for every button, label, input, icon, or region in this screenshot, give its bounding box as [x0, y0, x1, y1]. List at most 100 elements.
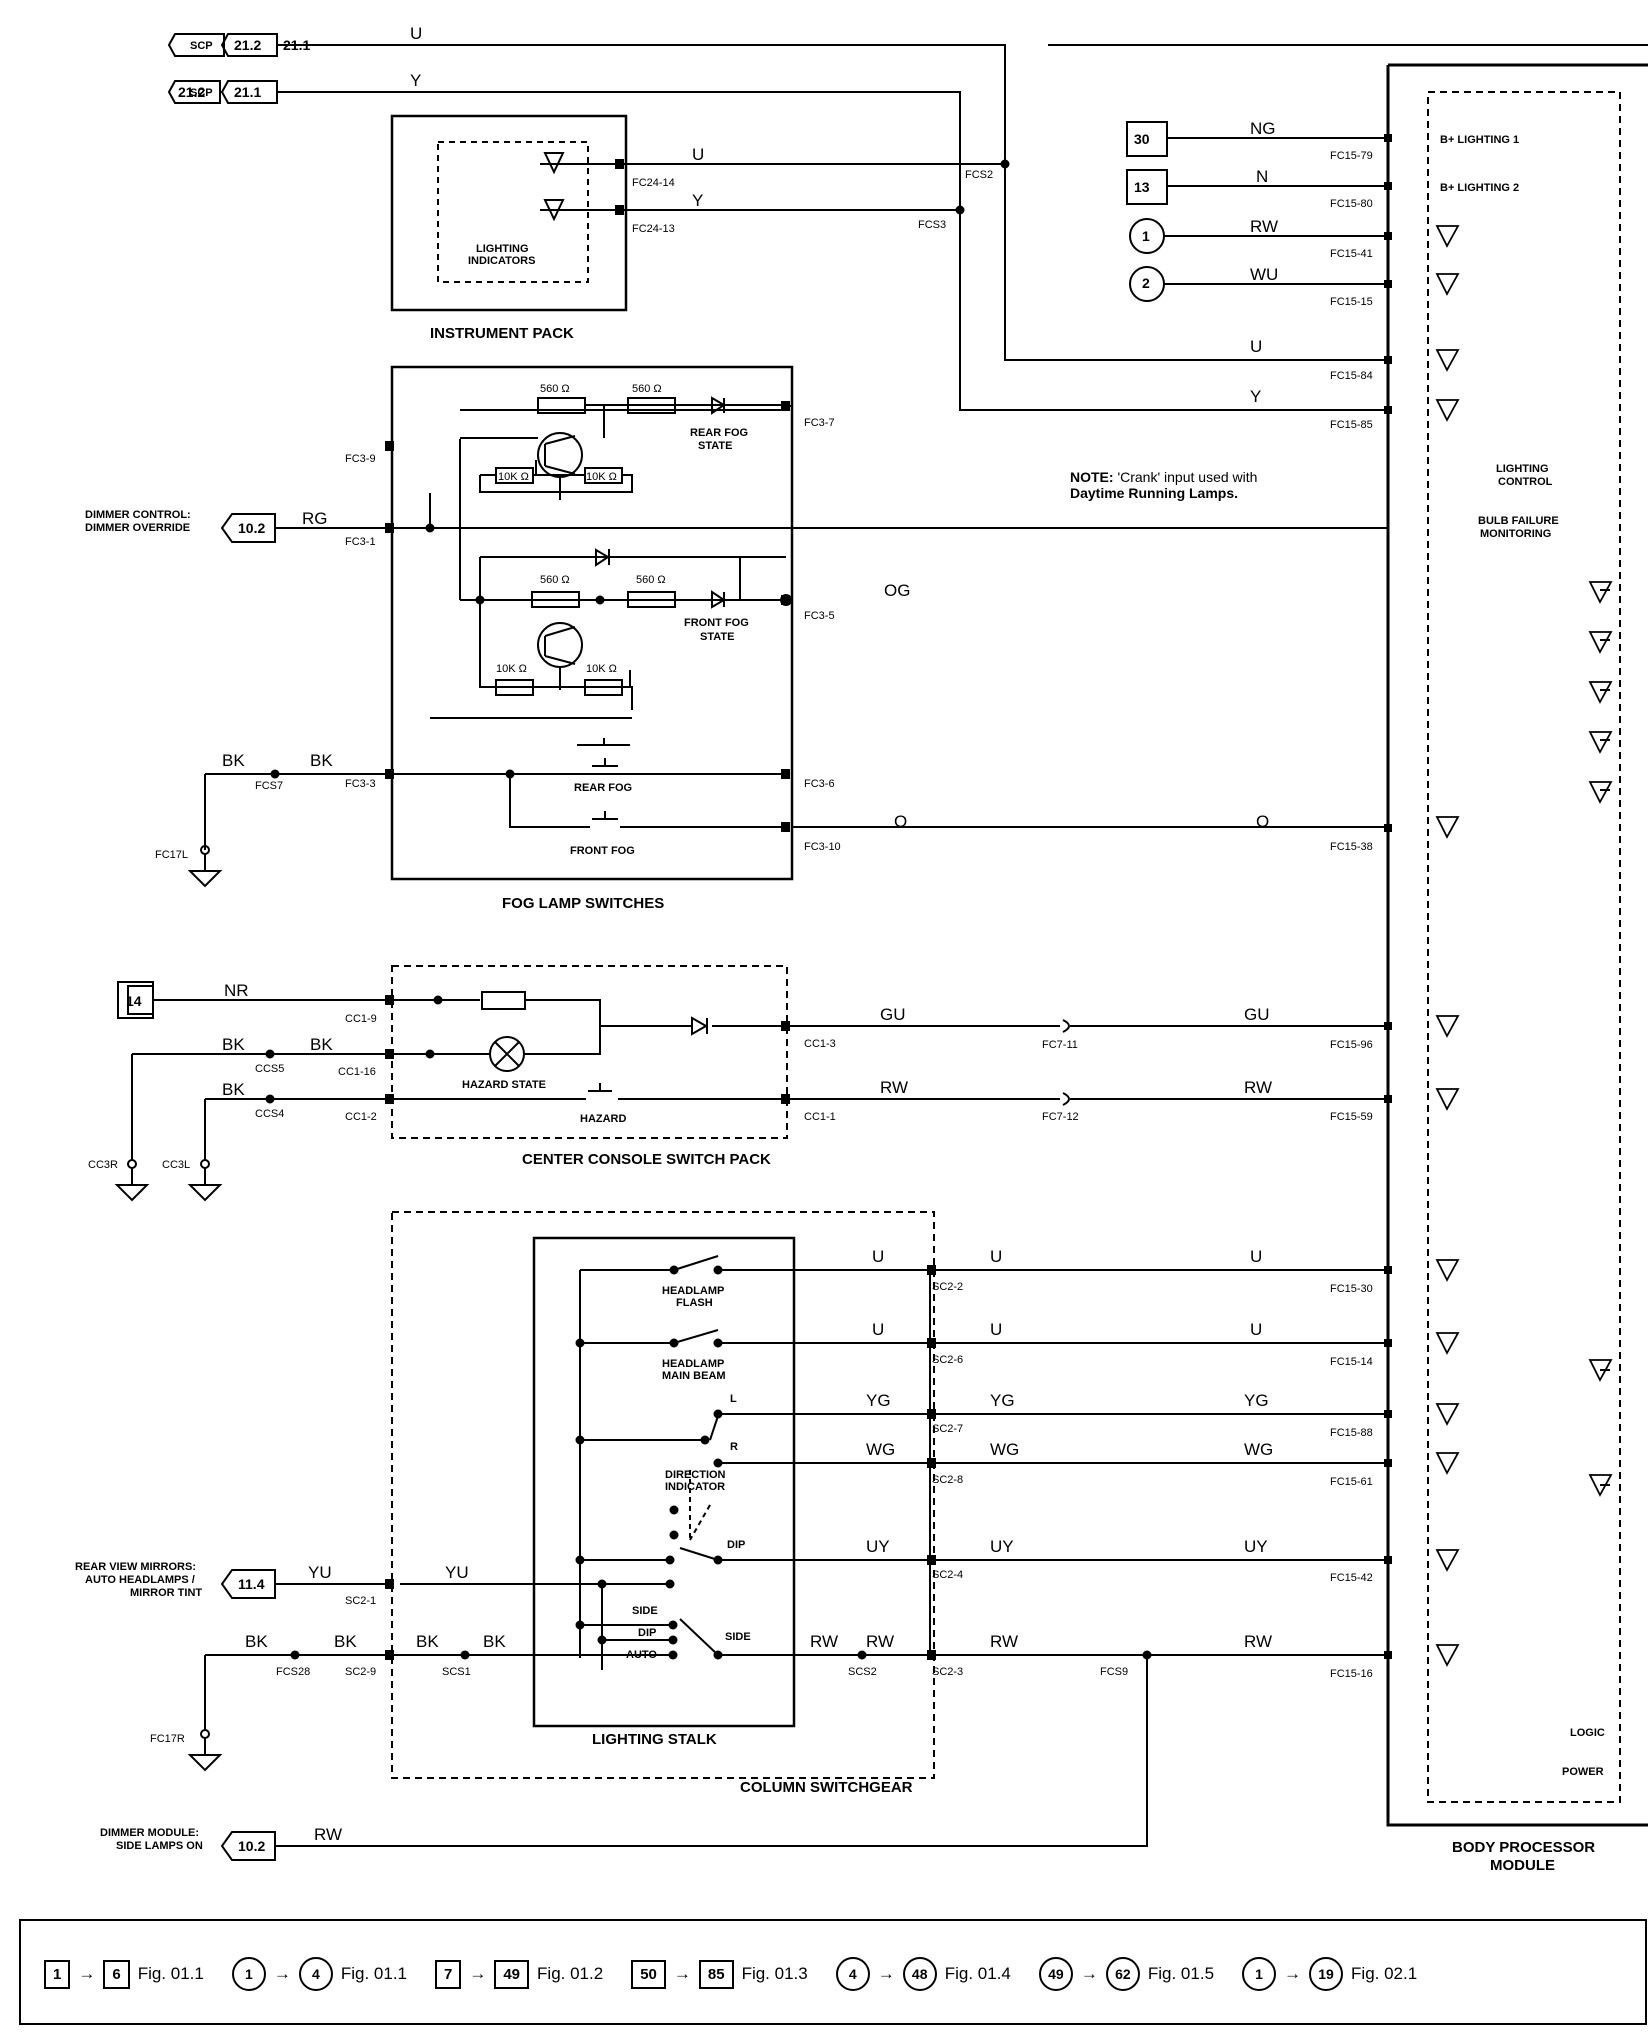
- col-wire-4c: WG: [1244, 1440, 1273, 1459]
- console-wire-bk1: BK: [222, 1035, 245, 1054]
- dimmer-control-label-1: DIMMER CONTROL:: [85, 509, 191, 521]
- col-wire-3b: YG: [990, 1391, 1015, 1410]
- console-wire-rw1: RW: [880, 1078, 908, 1097]
- bpm-pin-30: FC15-30: [1330, 1283, 1373, 1295]
- bpm-pin-61: FC15-61: [1330, 1476, 1373, 1488]
- col-wire-bk2: BK: [334, 1632, 357, 1651]
- dimmer-control-ref-text: 10.2: [238, 520, 265, 536]
- fog-wire-bk1: BK: [222, 751, 245, 770]
- dir-r: R: [730, 1441, 738, 1453]
- console-wire-gu2: GU: [1244, 1005, 1270, 1024]
- dimmer-module-ref-text: 10.2: [238, 1838, 265, 1854]
- rear-fog-label: REAR FOG: [574, 782, 632, 794]
- fog-wire-bk2: BK: [310, 751, 333, 770]
- bpm-pin-42: FC15-42: [1330, 1572, 1373, 1584]
- legend-box-symbol: 6: [103, 1959, 130, 1989]
- legend-fig-label: Fig. 01.3: [741, 1964, 808, 1983]
- col-wire-bk1: BK: [245, 1632, 268, 1651]
- fog-r560-4: 560 Ω: [636, 574, 666, 586]
- console-wire-bk3: BK: [222, 1080, 245, 1099]
- front-fog-state-1: FRONT FOG: [684, 617, 749, 629]
- note-line-1: NOTE: 'Crank' input used with: [1070, 469, 1257, 485]
- legend-fig-label: Fig. 01.5: [1147, 1964, 1215, 1983]
- bpm-pin-79: FC15-79: [1330, 150, 1373, 162]
- bpm-wire-ng: NG: [1250, 119, 1276, 138]
- bpm-pin-84: FC15-84: [1330, 370, 1373, 382]
- auto-label: AUTO: [626, 1649, 657, 1661]
- ip-inner-2: INDICATORS: [468, 255, 535, 267]
- dir-l: L: [730, 1393, 737, 1405]
- fog-pin-10: FC3-10: [804, 841, 841, 853]
- scp-ref-1a-text: 21.2: [234, 37, 261, 53]
- scp-wire-1: U: [410, 24, 422, 43]
- bpm-pin-80: FC15-80: [1330, 198, 1373, 210]
- bpm-title-2: MODULE: [1490, 1857, 1555, 1874]
- bpm-pin-15: FC15-15: [1330, 296, 1373, 308]
- col-wire-1c: U: [1250, 1247, 1262, 1266]
- rear-fog-state-2: STATE: [698, 440, 732, 452]
- dir-label-1: DIRECTION: [665, 1469, 726, 1481]
- fog-r10k-4: 10K Ω: [586, 663, 617, 675]
- col-ground: FC17R: [150, 1733, 185, 1745]
- fog-splice-fcs7: FCS7: [255, 780, 283, 792]
- console-splice-ccs4: CCS4: [255, 1108, 284, 1120]
- flash-label-2: FLASH: [676, 1297, 713, 1309]
- dimmer-module-ref: [220, 1831, 276, 1861]
- console-pin-cc12: CC1-2: [345, 1111, 377, 1123]
- sc-pin-1: SC2-2: [932, 1281, 963, 1293]
- main-label-2: MAIN BEAM: [662, 1370, 726, 1382]
- bpm-circle-1: 1: [1142, 228, 1150, 244]
- sc-pin-6: SC2-3: [932, 1666, 963, 1678]
- fog-ground: FC17L: [155, 849, 188, 861]
- console-wire-rw2: RW: [1244, 1078, 1272, 1097]
- ip-wire-u: U: [692, 145, 704, 164]
- main-label-1: HEADLAMP: [662, 1358, 724, 1370]
- bpm-circle-2: 2: [1142, 275, 1150, 291]
- dimmer-module-label-1: DIMMER MODULE:: [100, 1827, 199, 1839]
- side-label-1: SIDE: [632, 1605, 658, 1617]
- console-ground-1: CC3R: [88, 1159, 118, 1171]
- bpm-wire-wu: WU: [1250, 265, 1278, 284]
- col-wire-6c: RW: [990, 1632, 1018, 1651]
- col-wire-2c: U: [1250, 1320, 1262, 1339]
- bpm-power: POWER: [1562, 1766, 1604, 1778]
- bpm-pin-96: FC15-96: [1330, 1039, 1373, 1051]
- ip-inner-1: LIGHTING: [476, 243, 529, 255]
- fog-wire-o1: O: [894, 812, 907, 831]
- col-wire-6d: RW: [1244, 1632, 1272, 1651]
- bpm-inner2-2: MONITORING: [1480, 528, 1551, 540]
- note-bold: NOTE:: [1070, 469, 1114, 485]
- col-wire-2a: U: [872, 1320, 884, 1339]
- column-switchgear-title: COLUMN SWITCHGEAR: [740, 1779, 913, 1796]
- arrow-right-icon: →: [469, 1964, 487, 1983]
- arrow-right-icon: →: [673, 1964, 691, 1983]
- fog-wire-rg: RG: [302, 509, 328, 528]
- bpm-pin-14: FC15-14: [1330, 1356, 1373, 1368]
- fog-pin-1: FC3-1: [345, 536, 376, 548]
- legend-fig-label: Fig. 01.1: [340, 1964, 407, 1983]
- ip-splice-1: FCS2: [965, 169, 993, 181]
- arrow-right-icon: →: [1284, 1964, 1302, 1983]
- fog-r560-3: 560 Ω: [540, 574, 570, 586]
- fog-r10k-1: 10K Ω: [498, 471, 529, 483]
- scp-prefix-1: SCP: [190, 40, 213, 52]
- legend-circle-symbol: 62: [1105, 1957, 1140, 1991]
- col-wire-5c: UY: [1244, 1537, 1268, 1556]
- console-pin-cc19: CC1-9: [345, 1013, 377, 1025]
- col-wire-bk4: BK: [483, 1632, 506, 1651]
- scp-ref-1b-text: 21.1: [283, 37, 310, 53]
- console-box-14: 14: [126, 993, 142, 1009]
- col-wire-2b: U: [990, 1320, 1002, 1339]
- legend-circle-symbol: 48: [902, 1957, 937, 1991]
- col-wire-5b: UY: [990, 1537, 1014, 1556]
- fog-pin-6: FC3-6: [804, 778, 835, 790]
- col-wire-3a: YG: [866, 1391, 891, 1410]
- rear-view-label-1: REAR VIEW MIRRORS:: [75, 1561, 196, 1573]
- console-wire-nr: NR: [224, 981, 249, 1000]
- legend-circle-symbol: 1: [231, 1957, 266, 1991]
- col-wire-3c: YG: [1244, 1391, 1269, 1410]
